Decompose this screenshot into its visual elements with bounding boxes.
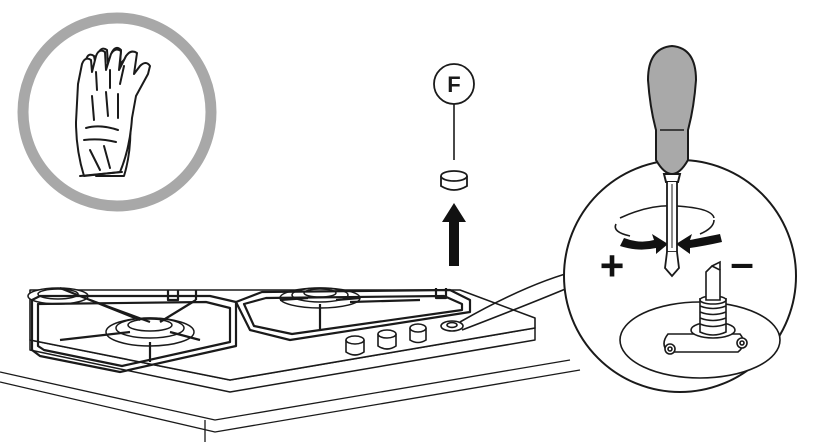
increase-sign: + <box>600 242 625 289</box>
decrease-sign: – <box>730 239 753 286</box>
pan-supports <box>30 286 472 374</box>
knob-2 <box>377 329 397 350</box>
knob-1 <box>345 335 365 356</box>
part-callout-f: F <box>433 63 475 160</box>
hob-control-knobs <box>345 320 464 356</box>
magnified-detail: + – <box>563 159 797 393</box>
valve-spindle <box>699 260 727 336</box>
protective-gloves-icon <box>75 46 151 177</box>
control-knob-part <box>440 170 468 191</box>
turn-right-arrow-icon <box>676 234 722 254</box>
lift-up-arrow-icon <box>442 203 466 266</box>
turn-direction-arrows <box>620 234 722 254</box>
knob-4-removed-shaft <box>440 320 464 332</box>
burner-front-left <box>105 317 195 347</box>
valve-recess <box>619 301 781 379</box>
turn-left-arrow-icon <box>620 234 668 254</box>
callout-label-f: F <box>447 72 460 97</box>
safety-gloves-badge <box>17 12 217 212</box>
flat-screwdriver-icon <box>646 44 698 278</box>
knob-3 <box>409 323 427 344</box>
